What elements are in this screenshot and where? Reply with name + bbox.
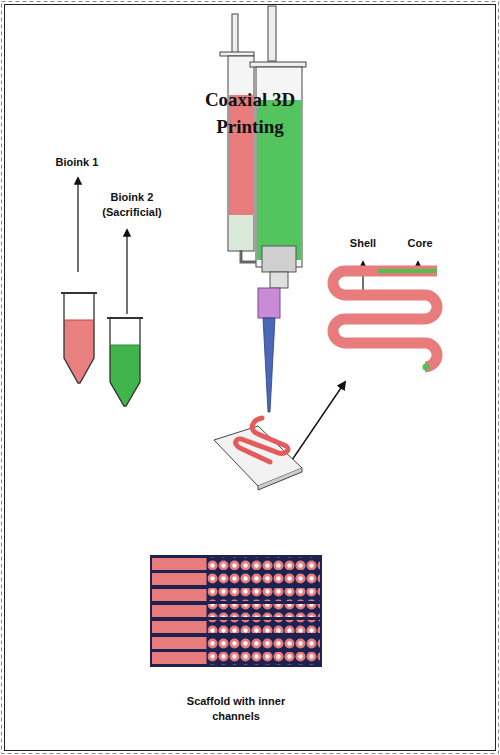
figure-caption: Scaffold with inner channels	[177, 694, 295, 724]
leader-arrow	[126, 230, 127, 314]
coaxial-syringe	[220, 6, 306, 412]
inner-frame	[5, 5, 496, 751]
part-label: Shell	[338, 236, 388, 251]
tube-bioink-1	[61, 293, 97, 383]
bioink-label: Bioink 1	[37, 155, 117, 170]
leader-arrow	[292, 382, 345, 460]
part-label: Core	[395, 236, 445, 251]
leader-arrow	[77, 178, 78, 272]
print-bed	[214, 418, 302, 490]
bioink-label: Bioink 2 (Sacrificial)	[95, 190, 169, 220]
diagram-title: Coaxial 3D Printing	[185, 86, 315, 140]
scaffold-with-channels	[150, 555, 322, 667]
coaxial-strand	[333, 271, 437, 371]
tube-bioink-2	[107, 318, 143, 406]
